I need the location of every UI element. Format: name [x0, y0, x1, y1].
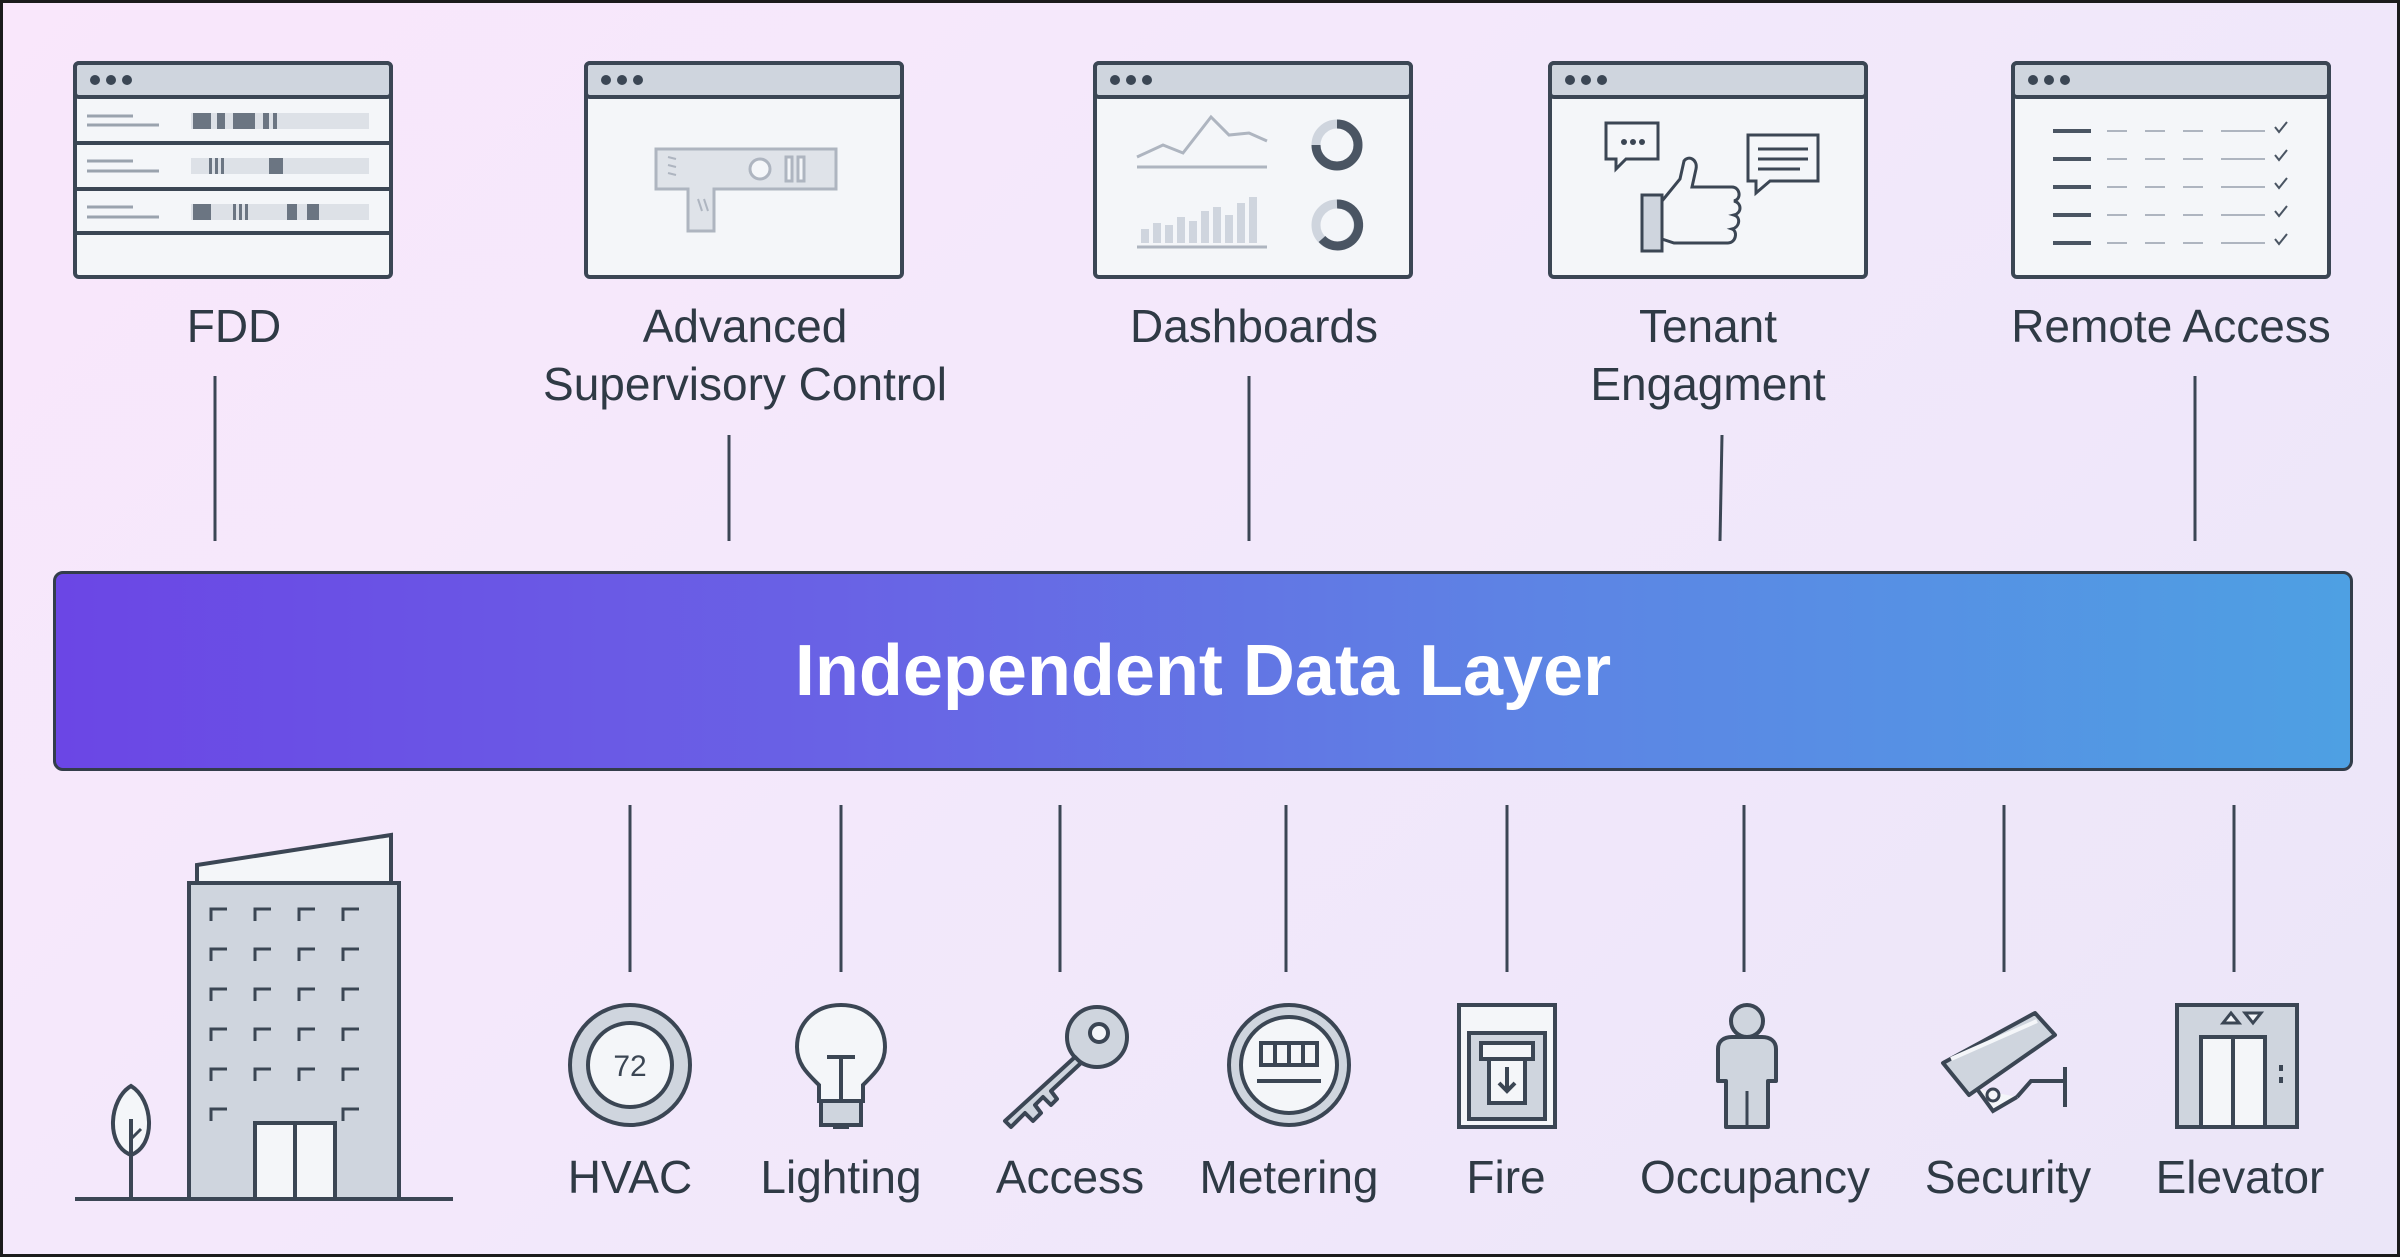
tenant-window-icon — [1548, 61, 1868, 279]
meter-icon — [1227, 1003, 1351, 1127]
system-label-fire: Fire — [1466, 1151, 1546, 1203]
app-label-dashboards-line1: Dashboards — [1129, 300, 1379, 352]
security-camera-icon — [1941, 1011, 2067, 1114]
app-label-tenant: Tenant Engagment — [1428, 297, 1988, 413]
app-label-supervisory-line2: Supervisory Control — [543, 358, 947, 410]
system-label-metering: Metering — [1199, 1151, 1379, 1203]
lightbulb-icon — [794, 1002, 888, 1129]
app-label-fdd-line1: FDD — [186, 300, 282, 352]
system-label-elevator: Elevator — [2155, 1151, 2325, 1203]
dashboards-window-icon — [1093, 61, 1413, 279]
app-label-remote-line1: Remote Access — [2011, 300, 2331, 352]
person-icon — [1716, 1003, 1778, 1129]
remote-access-window-icon — [2011, 61, 2331, 279]
app-label-supervisory: Advanced Supervisory Control — [465, 297, 1025, 413]
data-layer-label: Independent Data Layer — [794, 631, 1612, 711]
app-label-fdd: FDD — [0, 297, 514, 355]
system-label-access: Access — [995, 1151, 1145, 1203]
key-icon — [1003, 1005, 1129, 1129]
elevator-icon — [2175, 1003, 2299, 1129]
fdd-window-icon — [73, 61, 393, 279]
connector-lines — [3, 3, 2400, 1260]
system-label-lighting: Lighting — [760, 1151, 922, 1203]
system-label-security: Security — [1924, 1151, 2092, 1203]
thermostat-icon: 72 — [568, 1003, 692, 1127]
connector-tenant — [1718, 434, 1724, 542]
thermostat-reading: 72 — [613, 1050, 646, 1083]
system-label-occupancy: Occupancy — [1639, 1151, 1871, 1203]
tree-icon — [111, 1083, 151, 1199]
fire-alarm-icon — [1457, 1003, 1557, 1129]
app-label-tenant-line2: Engagment — [1590, 358, 1826, 410]
system-label-hvac: HVAC — [567, 1151, 693, 1203]
independent-data-layer-bar: Independent Data Layer — [53, 571, 2353, 771]
app-label-remote: Remote Access — [1891, 297, 2400, 355]
app-label-supervisory-line1: Advanced — [642, 300, 848, 352]
app-label-tenant-line1: Tenant — [1638, 300, 1778, 352]
app-label-dashboards: Dashboards — [974, 297, 1534, 355]
building-icon — [75, 832, 453, 1201]
supervisory-window-icon — [584, 61, 904, 279]
